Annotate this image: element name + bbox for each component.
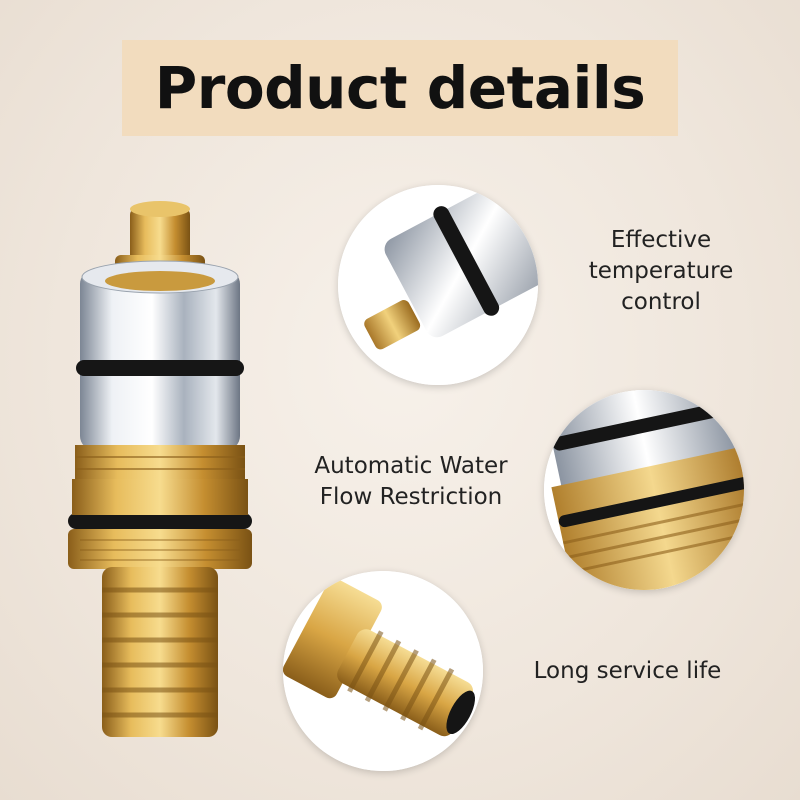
threaded-stem-detail-image <box>283 571 483 771</box>
title-banner: Product details <box>122 40 678 136</box>
brass-thread-detail-image <box>544 390 744 590</box>
feature-1-line-1: Effective <box>610 227 712 253</box>
feature-label-2: Automatic Water Flow Restriction <box>295 451 527 513</box>
feature-1-line-2: temperature <box>588 258 734 284</box>
detail-circle-middle <box>544 390 744 590</box>
page-title: Product details <box>154 54 646 122</box>
feature-3-line-1: Long service life <box>533 658 722 684</box>
detail-circle-bottom <box>283 571 483 771</box>
feature-1-line-3: control <box>621 289 701 315</box>
feature-label-1: Effective temperature control <box>566 225 756 318</box>
feature-label-3: Long service life <box>520 656 735 687</box>
chrome-detail-image <box>338 185 538 385</box>
detail-circle-top <box>338 185 538 385</box>
cartridge-image <box>68 201 252 737</box>
feature-2-line-2: Flow Restriction <box>319 484 503 510</box>
feature-2-line-1: Automatic Water <box>314 453 508 479</box>
